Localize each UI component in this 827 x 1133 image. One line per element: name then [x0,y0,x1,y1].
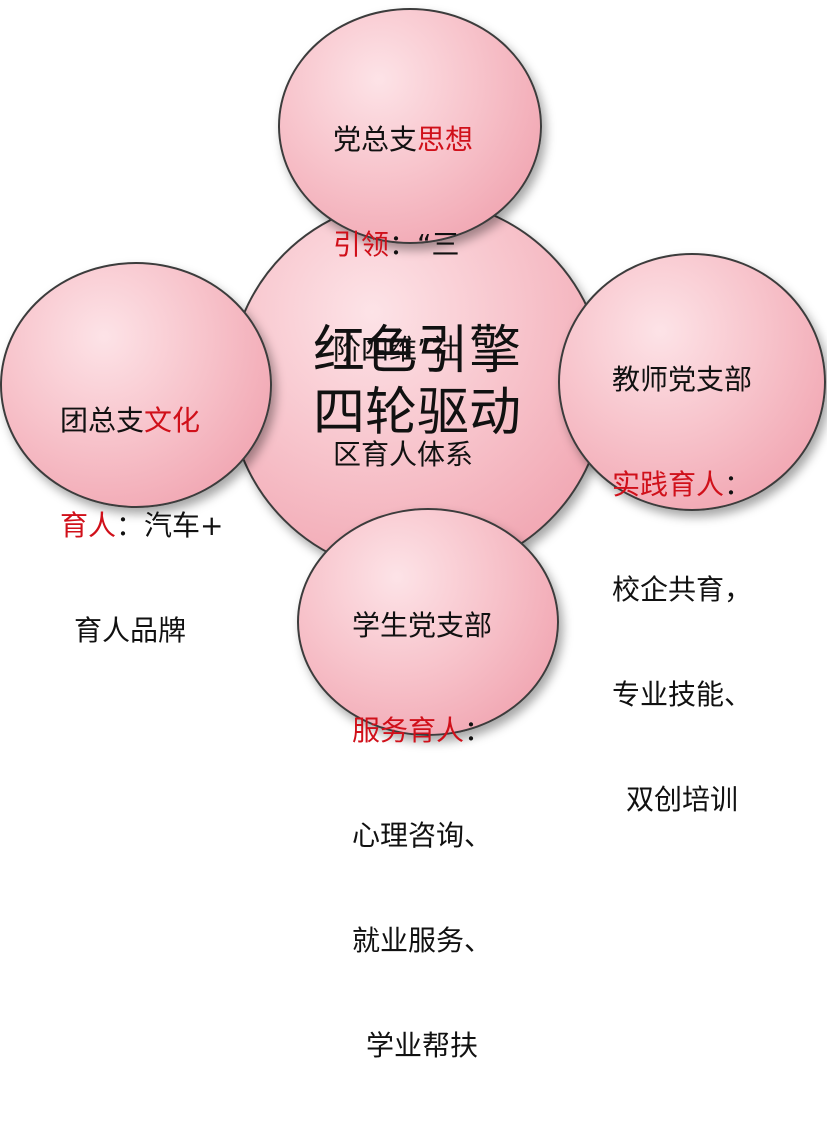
right-line2-suffix: ： [724,468,753,501]
four-wheel-drive-diagram: 红色引擎 四轮驱动 党总支思想 引领：“三 阶四维”社 区育人体系 团总支文化 … [0,8,826,1062]
top-line2-highlight: 引领 [333,228,390,261]
bottom-line5: 学业帮扶 [366,1029,479,1062]
top-line1: 党总支思想 [333,122,473,157]
right-circle [558,253,826,511]
center-title-line2: 四轮驱动 [312,383,521,443]
right-circle-text: 教师党支部 实践育人： 校企共育， 专业技能、 双创培训 [612,292,752,887]
top-line1-prefix: 党总支 [333,123,418,156]
center-title-line1: 红色引擎 [312,321,521,381]
bottom-line2: 服务育人： [352,713,492,748]
bottom-line3: 心理咨询、 [352,819,493,852]
left-circle-text: 团总支文化 育人：汽车+ 育人品牌 [60,333,223,718]
right-line2-highlight: 实践育人 [612,468,725,501]
right-line2: 实践育人： [612,467,752,502]
bottom-line2-suffix: ： [464,714,493,747]
left-line1: 团总支文化 [60,403,223,438]
left-line2-highlight: 育人 [60,509,117,542]
top-circle-text: 党总支思想 引领：“三 阶四维”社 区育人体系 [333,52,473,542]
right-line4: 专业技能、 [612,678,753,711]
top-line1-highlight: 思想 [417,123,474,156]
left-line1-prefix: 团总支 [60,404,145,437]
center-title: 红色引擎 四轮驱动 [228,320,606,444]
bottom-circle [297,508,559,736]
right-line5: 双创培训 [626,783,739,816]
bottom-circle-text: 学生党支部 服务育人： 心理咨询、 就业服务、 学业帮扶 [352,538,492,1133]
bottom-line4: 就业服务、 [352,924,493,957]
bottom-line2-highlight: 服务育人 [352,714,465,747]
top-line4: 区育人体系 [333,438,474,471]
top-circle [278,8,542,244]
right-line1: 教师党支部 [612,363,753,396]
right-line3: 校企共育， [612,573,753,606]
left-line2: 育人：汽车+ [60,508,223,543]
bottom-line1: 学生党支部 [352,609,493,642]
left-circle [0,262,272,508]
left-line2-suffix: ：汽车+ [116,509,224,542]
left-line3: 育人品牌 [74,614,187,647]
top-line2-suffix: ：“三 [389,228,460,261]
top-line3: 阶四维”社 [333,333,460,366]
top-line2: 引领：“三 [333,227,473,262]
left-line1-highlight: 文化 [144,404,201,437]
